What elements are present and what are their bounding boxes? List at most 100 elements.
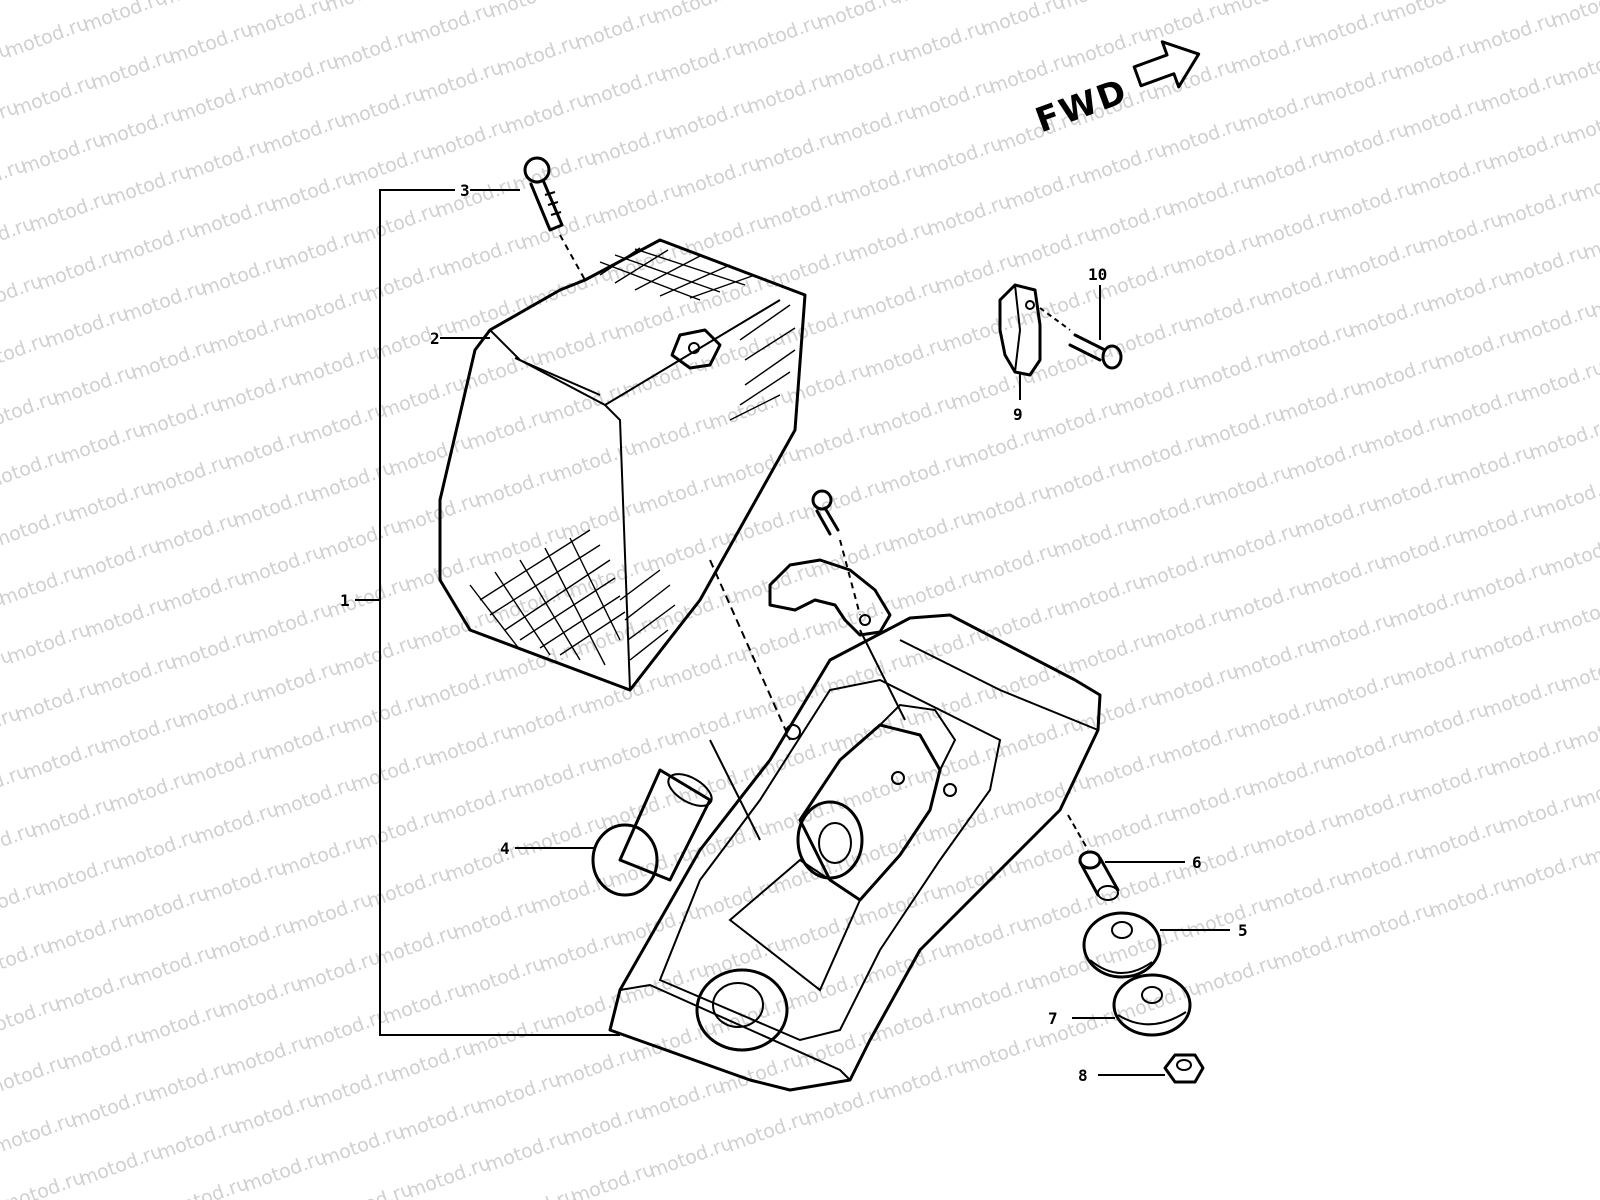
watermark-text: motod.ru (76, 1140, 165, 1190)
watermark-text: motod.ru (1056, 0, 1145, 15)
watermark-text: motod.ru (0, 560, 86, 610)
assembly-bracket-line (379, 189, 620, 1036)
watermark-text: motod.ru (714, 442, 803, 492)
watermark-text: motod.ru (520, 810, 609, 860)
callout-7: 7 (1048, 1009, 1058, 1028)
watermark-text: motod.ru (808, 532, 897, 582)
watermark-text: motod.ru (252, 50, 341, 100)
watermark-text: motod.ru (130, 940, 219, 990)
watermark-text: motod.ru (1330, 176, 1419, 226)
watermark-text: motod.ru (192, 798, 281, 848)
watermark-text: motod.ru (1314, 60, 1403, 110)
watermark-text: motod.ru (1402, 698, 1491, 748)
watermark-text: motod.ru (36, 850, 125, 900)
watermark-text: motod.ru (260, 108, 349, 158)
watermark-text: motod.ru (268, 166, 357, 216)
watermark-text: motod.ru (1306, 2, 1395, 52)
spacer-part-6 (1067, 814, 1120, 901)
watermark-text: motod.ru (4, 618, 93, 668)
watermark-text: motod.ru (356, 804, 445, 854)
watermark-text: motod.ru (160, 566, 249, 616)
watermark-text: motod.ru (1228, 28, 1317, 78)
watermark-text: motod.ru (504, 694, 593, 744)
watermark-text: motod.ru (1198, 402, 1287, 452)
watermark-text: motod.ru (652, 584, 741, 634)
watermark-text: motod.ru (972, 538, 1061, 588)
watermark-text: motod.ru (224, 1030, 313, 1080)
watermark-text: motod.ru (174, 76, 263, 126)
watermark-text: motod.ru (1464, 556, 1553, 606)
watermark-text: motod.ru (50, 360, 139, 410)
watermark-text: motod.ru (1276, 376, 1365, 426)
watermark-text: motod.ru (1432, 324, 1521, 374)
watermark-text: motod.ru (560, 1100, 649, 1150)
watermark-text: motod.ru (674, 152, 763, 202)
watermark-text: motod.ru (886, 506, 975, 556)
watermark-text: motod.ru (552, 1042, 641, 1092)
watermark-text: motod.ru (1558, 646, 1600, 696)
watermark-text: motod.ru (1526, 414, 1600, 464)
watermark-text: motod.ru (566, 552, 655, 602)
callout-3: 3 (460, 181, 470, 200)
watermark-text: motod.ru (450, 894, 539, 944)
watermark-text: motod.ru (0, 1166, 88, 1200)
watermark-text: motod.ru (1220, 0, 1309, 21)
watermark-text: motod.ru (588, 120, 677, 170)
watermark-text: motod.ru (846, 216, 935, 266)
watermark-text: motod.ru (60, 1024, 149, 1074)
watermark-text: motod.ru (332, 630, 421, 680)
watermark-text: motod.ru (158, 0, 247, 11)
watermark-text: motod.ru (646, 1132, 735, 1182)
watermark-text: motod.ru (1214, 518, 1303, 568)
watermark-text: motod.ru (722, 500, 811, 550)
watermark-text: motod.ru (482, 1126, 571, 1176)
watermark-text: motod.ru (1572, 156, 1600, 206)
watermark-text: motod.ru (292, 340, 381, 390)
watermark-text: motod.ru (340, 688, 429, 738)
watermark-text: motod.ru (1440, 382, 1529, 432)
watermark-text: motod.ru (416, 56, 505, 106)
watermark-text: motod.ru (338, 82, 427, 132)
watermark-text: motod.ru (1378, 524, 1467, 574)
watermark-text: motod.ru (918, 738, 1007, 788)
watermark-text: motod.ru (644, 526, 733, 576)
watermark-text: motod.ru (88, 44, 177, 94)
watermark-text: motod.ru (42, 302, 131, 352)
watermark-text: motod.ru (924, 190, 1013, 240)
watermark-text: motod.ru (502, 88, 591, 138)
watermark-text: motod.ru (558, 494, 647, 544)
watermark-text: motod.ru (208, 914, 297, 964)
watermark-text: motod.ru (1236, 86, 1325, 136)
watermark-text: motod.ru (894, 564, 983, 614)
watermark-text: motod.ru (324, 572, 413, 622)
watermark-text: motod.ru (198, 250, 287, 300)
watermark-text: motod.ru (458, 952, 547, 1002)
watermark-text: motod.ru (44, 908, 133, 958)
watermark-text: motod.ru (1300, 550, 1389, 600)
watermark-text: motod.ru (542, 378, 631, 428)
watermark-text: motod.ru (432, 172, 521, 222)
watermark-text: motod.ru (310, 1062, 399, 1112)
watermark-text: motod.ru (1112, 370, 1201, 420)
watermark-text: motod.ru (910, 680, 999, 730)
callout-2: 2 (430, 329, 440, 348)
lens-cover-part-2 (438, 238, 807, 692)
watermark-text: motod.ru (1488, 730, 1577, 780)
watermark-text: motod.ru (776, 300, 865, 350)
watermark-text: motod.ru (1496, 788, 1585, 838)
watermark-text: motod.ru (144, 450, 233, 500)
watermark-text: motod.ru (736, 10, 825, 60)
watermark-text: motod.ru (1174, 228, 1263, 278)
watermark-text: motod.ru (802, 1080, 891, 1130)
watermark-text: motod.ru (232, 1088, 321, 1138)
watermark-text: motod.ru (404, 1152, 493, 1200)
watermark-text: motod.ru (2, 12, 91, 62)
watermark-text: motod.ru (322, 0, 411, 17)
grommet-part-5 (1082, 911, 1162, 979)
watermark-text: motod.ru (96, 102, 185, 152)
watermark-text: motod.ru (396, 1094, 485, 1144)
watermark-text: motod.ru (0, 502, 78, 552)
watermark-text: motod.ru (1050, 512, 1139, 562)
watermark-text: motod.ru (68, 1082, 157, 1132)
watermark-text: motod.ru (316, 514, 405, 564)
